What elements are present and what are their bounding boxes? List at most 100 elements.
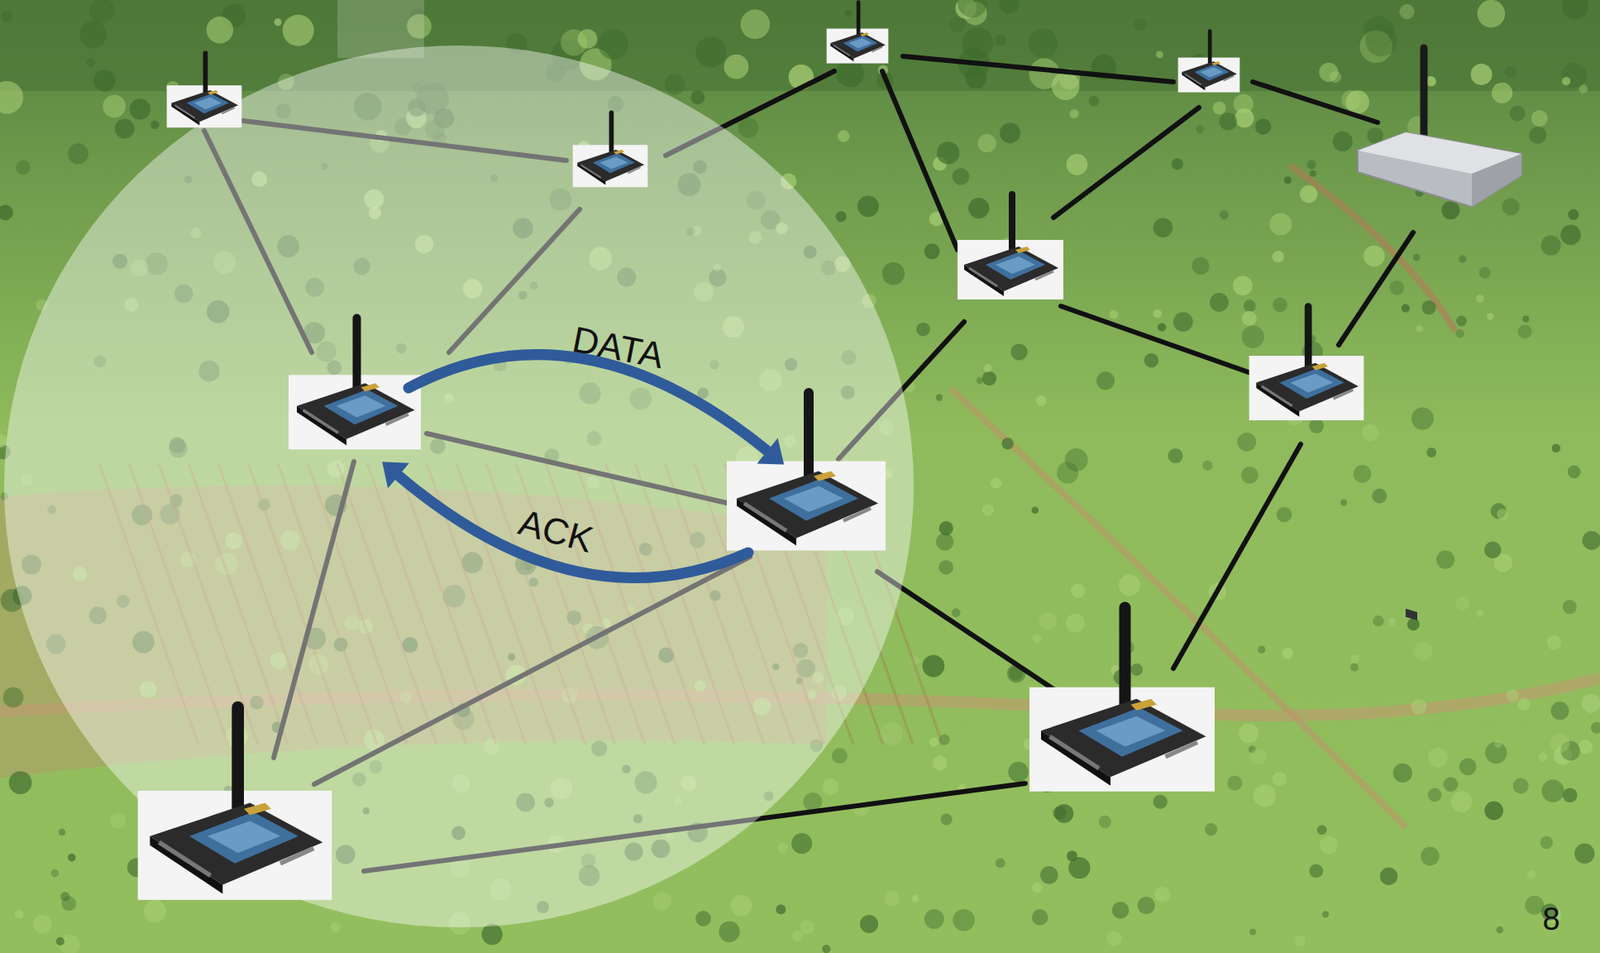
header: [843, 508, 871, 521]
tree: [718, 921, 740, 942]
tree: [1479, 267, 1491, 279]
tree: [1253, 783, 1276, 807]
message-arc: [398, 475, 749, 578]
tree: [1340, 499, 1347, 507]
tree: [1542, 779, 1565, 803]
tree: [1590, 721, 1600, 734]
tree: [1157, 323, 1166, 332]
tree: [835, 210, 847, 222]
tree: [1361, 424, 1380, 442]
tree: [114, 119, 135, 139]
tree: [1243, 299, 1257, 312]
radio-link: [877, 571, 1061, 694]
tree: [1294, 935, 1306, 946]
tree: [1112, 901, 1130, 919]
connector: [813, 471, 836, 482]
antenna: [856, 1, 861, 34]
tree: [936, 532, 954, 550]
tree: [1486, 312, 1495, 320]
header: [969, 267, 998, 287]
tree: [859, 914, 879, 933]
connector: [207, 90, 219, 96]
tree: [1098, 815, 1112, 828]
tree: [1420, 846, 1440, 866]
tree: [1411, 406, 1434, 430]
tree: [982, 371, 997, 386]
pcb: [964, 246, 1059, 292]
tree: [1272, 250, 1285, 263]
tree: [1484, 801, 1504, 821]
tree: [1350, 663, 1359, 672]
tree: [1456, 596, 1471, 611]
header: [1165, 741, 1199, 757]
tree: [1441, 200, 1460, 220]
header: [158, 841, 211, 875]
sensor-board: [138, 706, 333, 900]
tree: [1411, 698, 1428, 715]
tree: [1567, 209, 1579, 220]
tree: [1065, 613, 1085, 633]
tree: [1032, 882, 1043, 893]
tree: [1153, 217, 1174, 238]
tree: [1307, 159, 1317, 169]
tree: [1416, 324, 1424, 332]
tree: [1509, 105, 1526, 122]
sensor-board: [726, 392, 886, 551]
tree: [1173, 311, 1194, 332]
tree: [1436, 550, 1455, 569]
tree: [1399, 4, 1414, 20]
tree: [857, 195, 879, 218]
tree: [1372, 615, 1384, 626]
tree: [597, 28, 629, 60]
tree: [1456, 315, 1467, 327]
arrowhead: [756, 438, 784, 465]
tree: [1388, 617, 1396, 626]
tree: [1028, 28, 1059, 58]
tree: [1513, 778, 1529, 794]
sensor-board: [1178, 31, 1241, 93]
tree: [1232, 276, 1253, 297]
tree: [1517, 697, 1530, 711]
tree: [982, 503, 995, 516]
tree: [1407, 617, 1420, 631]
module-shield: [599, 156, 628, 169]
header: [1184, 73, 1202, 85]
tree: [1428, 788, 1443, 803]
tree: [932, 755, 948, 771]
tree: [1066, 850, 1078, 861]
tree: [1001, 437, 1013, 449]
tree: [999, 122, 1021, 144]
tree: [67, 853, 77, 862]
tree: [1491, 82, 1513, 104]
tree: [1552, 443, 1562, 453]
tree: [1393, 763, 1413, 783]
tree: [1422, 300, 1437, 315]
tree: [1578, 739, 1593, 754]
tree: [67, 143, 89, 164]
pcb: [1256, 362, 1359, 412]
tree: [1471, 63, 1493, 86]
tree: [1241, 310, 1257, 326]
tree: [1276, 506, 1293, 523]
tree: [1475, 609, 1484, 617]
tree: [1574, 843, 1595, 864]
light-band: [337, 0, 425, 58]
tree: [1299, 185, 1318, 203]
tree: [883, 890, 900, 907]
module-shield: [783, 486, 844, 513]
connector: [860, 32, 870, 37]
tree: [1560, 224, 1581, 246]
header: [627, 167, 641, 173]
tree: [1496, 926, 1505, 934]
tree: [89, 0, 115, 24]
tree: [664, 74, 686, 96]
tree: [1204, 822, 1218, 836]
tree: [1202, 460, 1213, 471]
tree: [1309, 170, 1317, 177]
tree: [1191, 257, 1209, 275]
pcb: [296, 382, 416, 440]
tree: [957, 0, 988, 18]
tree: [724, 54, 750, 80]
gateway-side: [1471, 153, 1522, 207]
